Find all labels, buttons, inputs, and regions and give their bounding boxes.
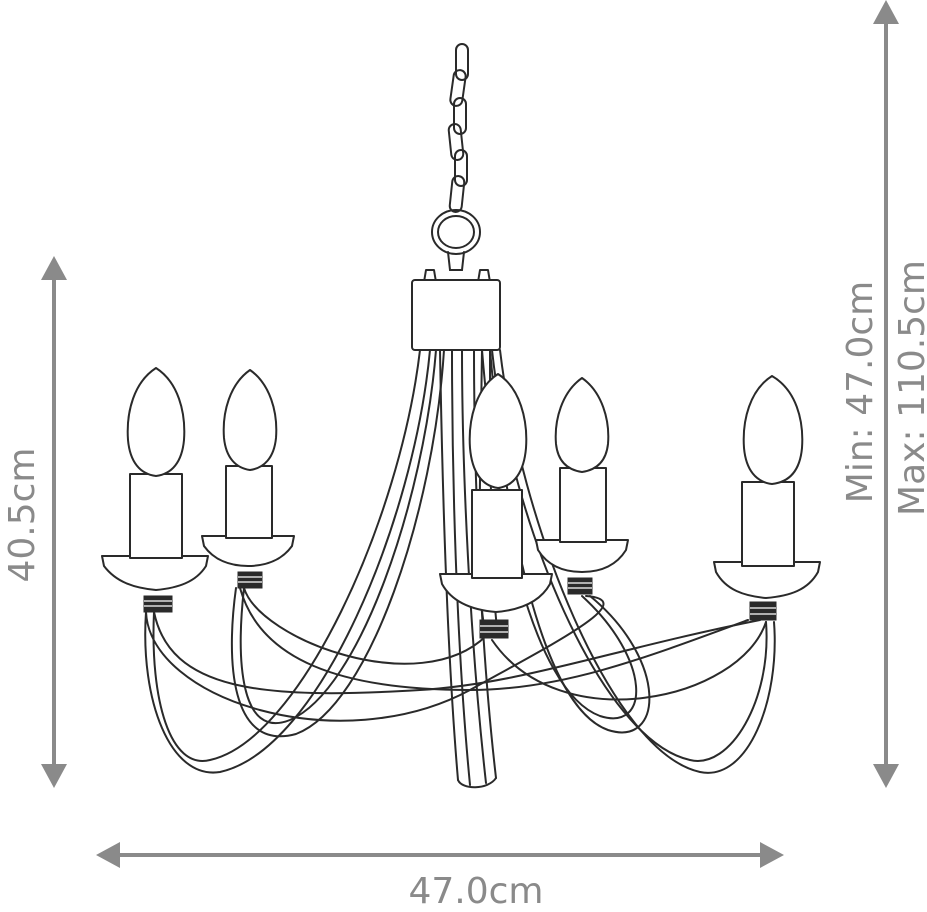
height-dimension: 40.5cm: [2, 256, 67, 788]
drip-pan: [713, 561, 821, 599]
height-arrow-head-top: [41, 256, 67, 280]
bulb: [222, 369, 278, 471]
drop-min-label: Min: 47.0cm: [840, 281, 881, 503]
drop-dimension: Min: 47.0cm Max: 110.5cm: [840, 0, 927, 788]
height-label: 40.5cm: [2, 447, 43, 582]
drip-pan: [439, 573, 553, 613]
candle-far-right: [713, 375, 821, 621]
height-arrow-head-bottom: [41, 764, 67, 788]
bulb: [554, 377, 610, 473]
candle-sleeve: [225, 465, 273, 539]
center-canopy: [411, 279, 501, 351]
chandelier-illustration: [101, 43, 821, 789]
candle-right: [535, 377, 629, 595]
drip-pan: [535, 539, 629, 573]
candle-sleeve: [129, 473, 183, 559]
drip-pan: [201, 535, 295, 567]
bulb: [742, 375, 804, 485]
candle-sleeve: [741, 481, 795, 567]
candle-left: [201, 369, 295, 589]
width-arrow-head-right: [760, 842, 784, 868]
width-label: 47.0cm: [408, 871, 543, 912]
drop-arrow-head-top: [873, 0, 899, 24]
drop-arrow-head-bottom: [873, 764, 899, 788]
hanging-chain: [447, 43, 469, 213]
bulb: [126, 367, 186, 477]
width-dimension: 47.0cm: [96, 842, 784, 912]
drop-max-label: Max: 110.5cm: [892, 260, 927, 516]
candle-center: [439, 373, 553, 639]
candle-sleeve: [471, 489, 523, 579]
hanging-ring: [431, 209, 481, 255]
bulb: [468, 373, 528, 489]
candle-sleeve: [559, 467, 607, 543]
drip-pan: [101, 555, 209, 591]
width-arrow-head-left: [96, 842, 120, 868]
candle-far-left: [101, 367, 209, 613]
